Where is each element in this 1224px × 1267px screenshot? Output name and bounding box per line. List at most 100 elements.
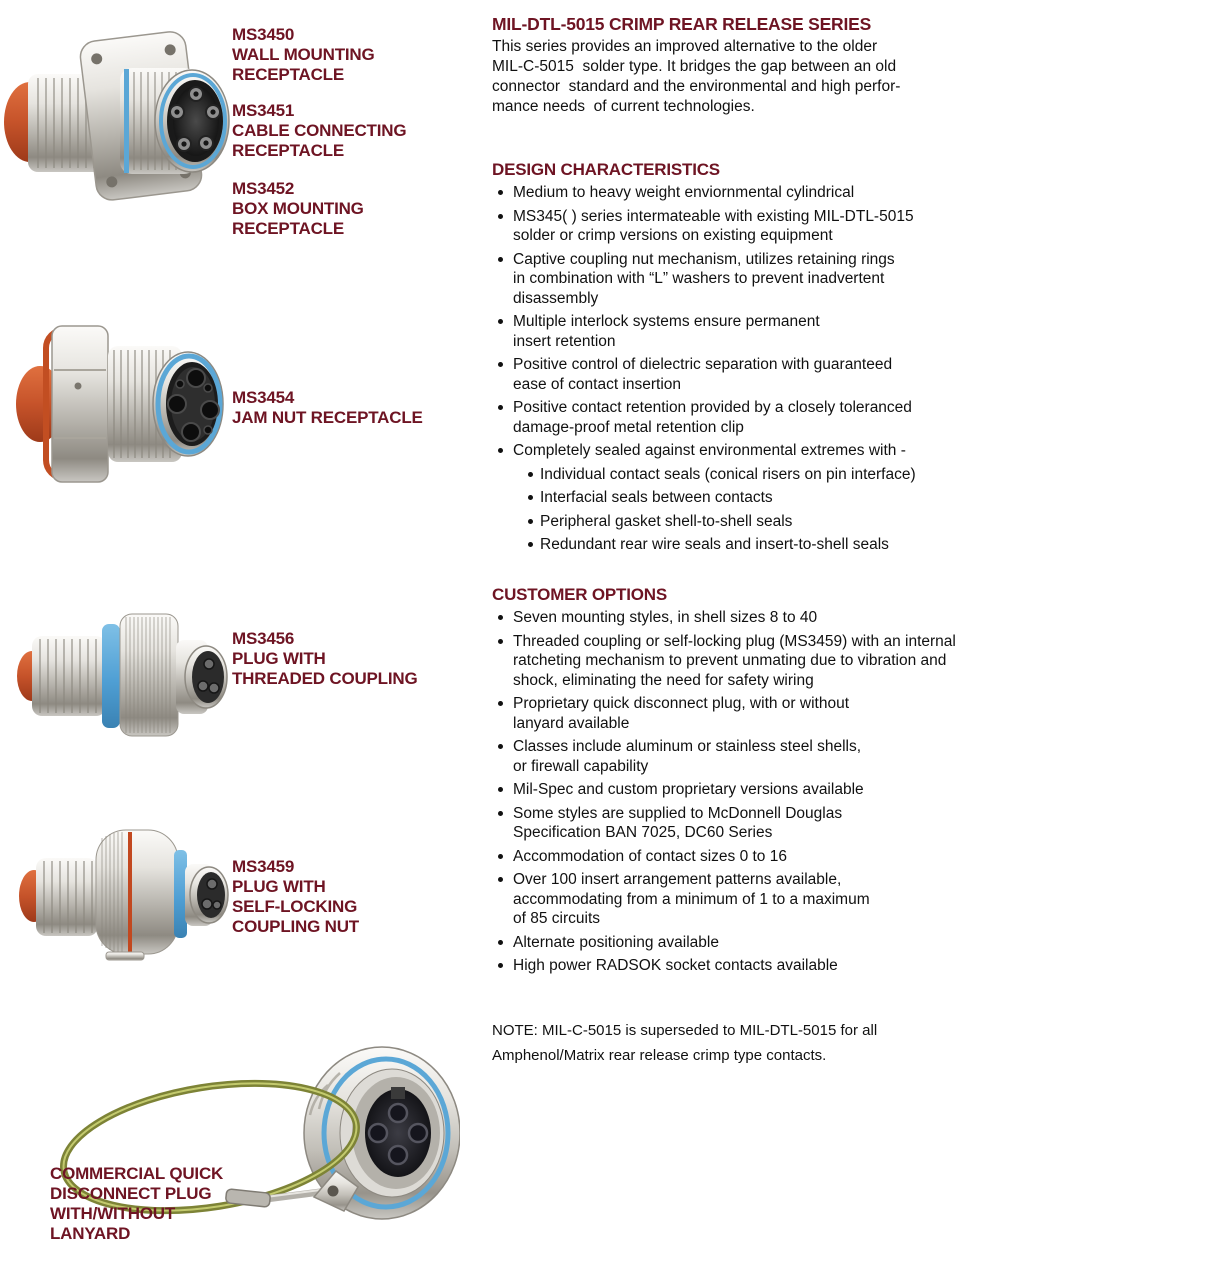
socket-contacts [167, 368, 220, 442]
bullet-item: Peripheral gasket shell-to-shell seals [492, 512, 970, 532]
bullet-item: Proprietary quick disconnect plug, with … [492, 694, 970, 733]
label-line: COMMERCIAL QUICK [50, 1164, 224, 1183]
bullet-text: Proprietary quick disconnect plug, with … [513, 695, 849, 732]
bullet-item: Multiple interlock systems ensure perman… [492, 312, 970, 351]
bullet-text: Seven mounting styles, in shell sizes 8 … [513, 609, 818, 626]
bullet-icon [498, 939, 503, 945]
bullet-item: Seven mounting styles, in shell sizes 8 … [492, 608, 970, 628]
ms3454-jam-nut-image [16, 325, 224, 483]
page-title: MIL-DTL-5015 CRIMP REAR RELEASE SERIES [492, 14, 872, 34]
bullet-icon [498, 213, 503, 219]
connector-face [184, 645, 228, 709]
bullet-icon [498, 963, 503, 968]
bullet-item: Over 100 insert arrangement patterns ava… [492, 870, 970, 929]
connector-face [154, 69, 230, 173]
bullet-item: Medium to heavy weight enviornmental cyl… [492, 183, 970, 203]
bullet-text: Some styles are supplied to McDonnell Do… [513, 804, 843, 842]
bullet-text: Positive contact retention provided by a… [513, 399, 912, 436]
socket-contacts [201, 878, 222, 910]
label-line: MS3450 [232, 25, 295, 44]
section-design-characteristics: DESIGN CHARACTERISTICS Medium to heavy w… [492, 160, 970, 559]
blue-band [124, 69, 129, 173]
socket-contacts [169, 86, 221, 152]
bullet-icon [498, 853, 503, 859]
bullet-icon [528, 518, 533, 524]
bullet-icon [528, 495, 533, 500]
connector-face [189, 866, 229, 924]
connector-face [152, 351, 224, 457]
bullet-item: Individual contact seals (conical risers… [492, 465, 970, 485]
bullet-text: Interfacial seals between contacts [540, 489, 773, 506]
knurled-coupling-nut [119, 613, 179, 737]
bullet-item: Positive contact retention provided by a… [492, 398, 970, 437]
bullet-icon [498, 810, 503, 816]
bullet-item: Captive coupling nut mechanism, utilizes… [492, 250, 970, 309]
bullet-icon [498, 319, 503, 324]
insert-face [365, 1089, 431, 1177]
bullet-icon [498, 744, 503, 749]
bullet-text: Completely sealed against environmental … [513, 442, 906, 459]
bullet-item: Mil-Spec and custom proprietary versions… [492, 780, 970, 800]
bullet-icon [528, 471, 533, 477]
bullet-icon [498, 362, 503, 367]
bullet-icon [528, 542, 533, 547]
label-line: LANYARD [50, 1224, 131, 1243]
label-line: COUPLING NUT [232, 917, 359, 936]
bullet-icon [498, 638, 503, 644]
label-line: JAM NUT RECEPTACLE [232, 408, 423, 427]
bullet-item: Some styles are supplied to McDonnell Do… [492, 804, 970, 843]
bullet-text: Classes include aluminum or stainless st… [513, 738, 862, 775]
bullet-text: Individual contact seals (conical risers… [540, 465, 916, 483]
bullet-item: Accommodation of contact sizes 0 to 16 [492, 847, 970, 867]
bullet-text: Positive control of dielectric separatio… [513, 356, 893, 393]
bullet-item: High power RADSOK socket contacts availa… [492, 956, 970, 976]
label-line: RECEPTACLE [232, 219, 344, 238]
self-locking-coupling-nut [95, 829, 179, 961]
label-line: RECEPTACLE [232, 141, 344, 160]
ms3450-receptacle-image [4, 31, 230, 201]
label-line: BOX MOUNTING [232, 199, 364, 218]
label-line: PLUG WITH [232, 877, 326, 896]
bullet-item: Threaded coupling or self-locking plug (… [492, 632, 970, 691]
bullet-icon [498, 405, 503, 410]
intro-paragraph: This series provides an improved alterna… [492, 38, 901, 115]
blue-ring [321, 1056, 451, 1210]
ms3456-plug-image [17, 613, 228, 737]
socket-contacts [197, 658, 220, 694]
label-line: MS3454 [232, 388, 295, 407]
bullet-item: Alternate positioning available [492, 933, 970, 953]
rear-threaded-body [32, 636, 106, 716]
bullet-item: Redundant rear wire seals and insert-to-… [492, 535, 970, 555]
rear-threaded-body [36, 858, 98, 936]
section-heading: CUSTOMER OPTIONS [492, 585, 668, 604]
bullet-icon [498, 448, 503, 453]
ms3459-plug-image [19, 829, 229, 961]
label-line: SELF-LOCKING [232, 897, 358, 916]
bullet-icon [498, 701, 503, 706]
blue-band [102, 624, 120, 728]
note-text: NOTE: MIL-C-5015 is superseded to MIL-DT… [492, 1022, 878, 1064]
bullet-icon [498, 256, 503, 262]
bullet-icon [498, 615, 503, 620]
label-line: DISCONNECT PLUG [50, 1184, 212, 1203]
bullet-text: Over 100 insert arrangement patterns ava… [513, 871, 870, 927]
bullet-text: Medium to heavy weight enviornmental cyl… [513, 184, 855, 201]
label-line: MS3452 [232, 179, 295, 198]
bullet-icon [498, 190, 503, 195]
blue-band [174, 850, 187, 938]
bullet-item: MS345( ) series intermateable with exist… [492, 207, 970, 246]
bullet-text: High power RADSOK socket contacts availa… [513, 957, 838, 974]
bullet-text: Accommodation of contact sizes 0 to 16 [513, 847, 787, 865]
bullet-text: Mil-Spec and custom proprietary versions… [513, 781, 864, 798]
plug-body [303, 1046, 460, 1220]
label-line: PLUG WITH [232, 649, 326, 668]
label-line: MS3451 [232, 101, 295, 120]
bullet-text: Captive coupling nut mechanism, utilizes… [513, 250, 895, 307]
bullet-text: Threaded coupling or self-locking plug (… [513, 632, 956, 689]
design-characteristics-list: Medium to heavy weight enviornmental cyl… [492, 183, 970, 555]
